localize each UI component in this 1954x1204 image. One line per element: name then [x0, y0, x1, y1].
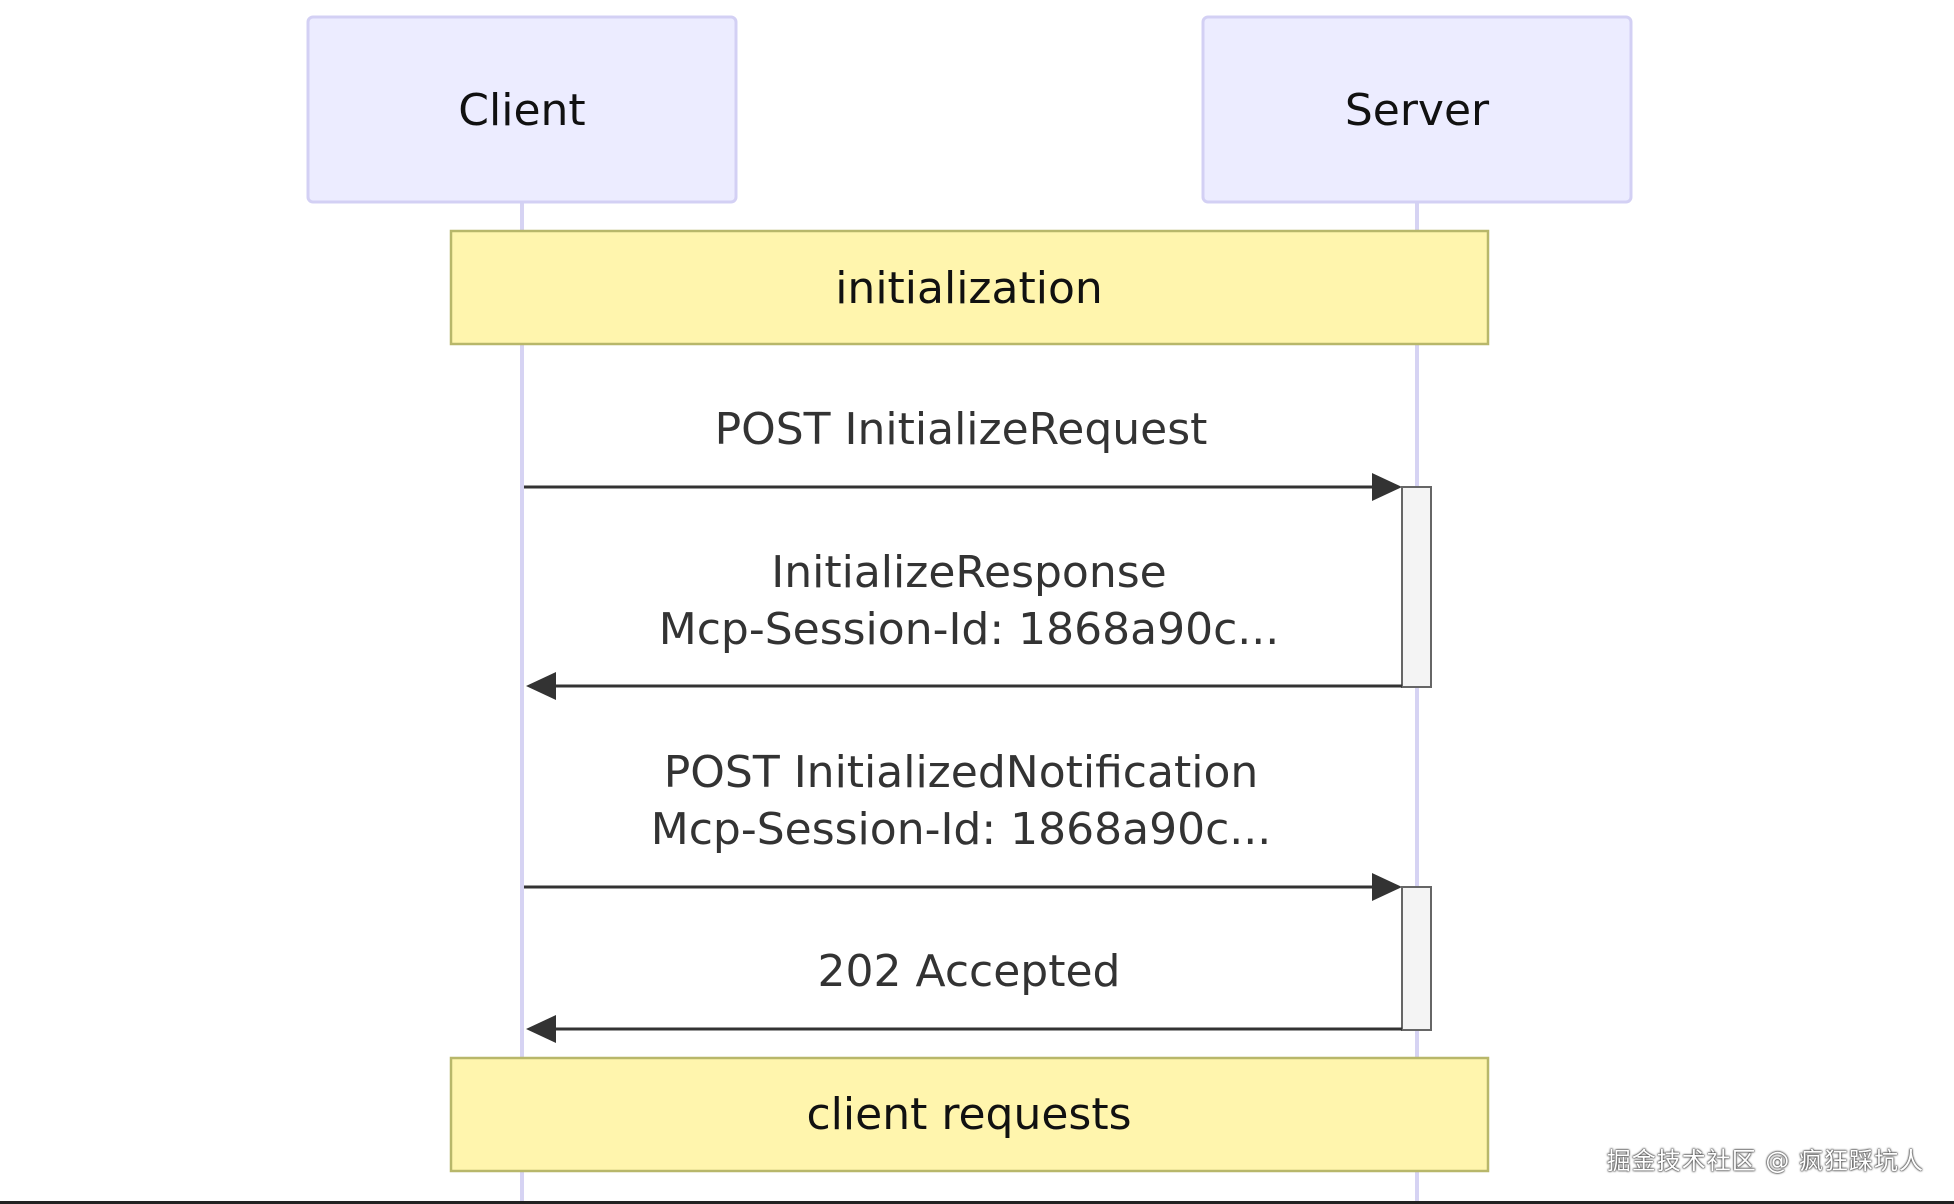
message-initialized-notification-label-1: POST InitializedNotification — [664, 747, 1259, 798]
note-initialization-label: initialization — [835, 263, 1103, 314]
note-client-requests-label: client requests — [806, 1089, 1131, 1140]
message-initialize-request-label: POST InitializeRequest — [715, 404, 1208, 455]
message-accepted-label: 202 Accepted — [818, 946, 1121, 997]
bottom-border — [0, 1201, 1954, 1204]
arrow-left-icon — [526, 672, 556, 700]
note-initialization-box — [449, 229, 1490, 346]
actor-server: Server — [1201, 15, 1633, 204]
note-initialization: initialization — [449, 229, 1490, 346]
arrow-left-icon — [526, 1015, 556, 1043]
message-initialized-notification: POST InitializedNotification Mcp-Session… — [524, 747, 1402, 901]
arrow-right-icon — [1372, 873, 1402, 901]
message-initialize-request: POST InitializeRequest — [524, 404, 1402, 501]
message-initialize-response: InitializeResponse Mcp-Session-Id: 1868a… — [526, 547, 1402, 700]
watermark: 掘金技术社区 @ 疯狂踩坑人 — [1606, 1147, 1924, 1175]
actor-client-box — [306, 15, 738, 204]
message-initialized-notification-label-2: Mcp-Session-Id: 1868a90c... — [651, 804, 1272, 855]
message-accepted: 202 Accepted — [526, 946, 1402, 1043]
server-activation-2 — [1401, 886, 1432, 1031]
actor-server-label: Server — [1345, 85, 1490, 136]
actor-server-box — [1201, 15, 1633, 204]
actor-client: Client — [306, 15, 738, 204]
server-activation-1 — [1401, 486, 1432, 688]
note-client-requests: client requests — [449, 1056, 1490, 1173]
arrow-right-icon — [1372, 473, 1402, 501]
actor-client-label: Client — [458, 85, 585, 136]
message-initialize-response-label-1: InitializeResponse — [771, 547, 1166, 598]
message-initialize-response-label-2: Mcp-Session-Id: 1868a90c... — [659, 604, 1280, 655]
note-client-requests-box — [449, 1056, 1490, 1173]
